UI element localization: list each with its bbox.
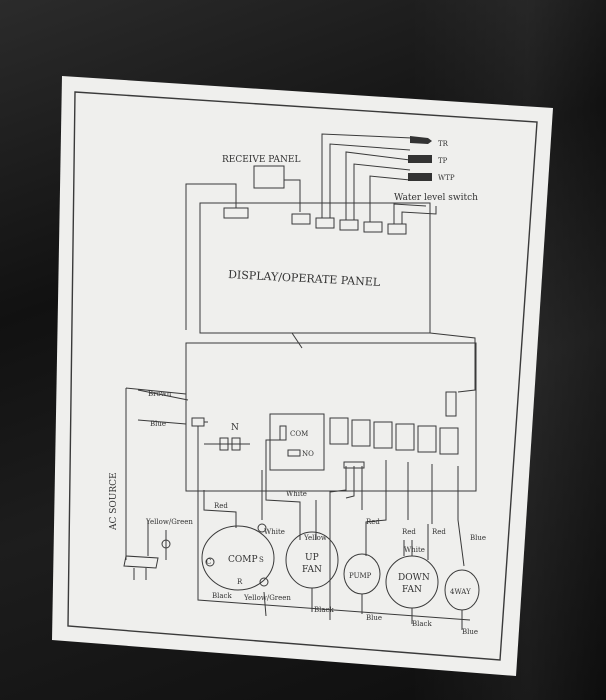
downfan-white-label: White <box>404 546 425 554</box>
sensor-tp-probe <box>408 155 432 163</box>
comp-terminal-left <box>205 557 215 567</box>
sensor-tp-wire-a <box>329 143 411 218</box>
sensor-wtp-probe <box>408 173 432 181</box>
ground-wire-label: Yellow/Green <box>145 518 193 526</box>
com-label: COM <box>290 430 308 438</box>
fourway-blue-bottom-label: Blue <box>462 628 478 636</box>
relay-com-contact <box>279 425 287 441</box>
comp-r-label: R <box>237 578 243 586</box>
relay-no-contact <box>287 449 301 457</box>
sensor-tp-wire-b <box>345 151 411 220</box>
relay-bank-5 <box>417 425 437 453</box>
comp-terminal-bottom <box>259 577 269 587</box>
comp-black-label: Black <box>212 592 232 600</box>
ac-plug-body <box>123 555 159 569</box>
main-board-box <box>185 342 477 492</box>
display-connector-6 <box>387 223 407 235</box>
label-border <box>67 91 538 661</box>
sensor-tr-probe <box>410 136 432 144</box>
comp-label: COMP <box>228 555 258 565</box>
downfan-label-1: DOWN <box>398 573 430 583</box>
comp-white-label: White <box>264 528 285 536</box>
ac-source-bus <box>125 387 189 560</box>
sensor-tr-wire <box>321 133 413 218</box>
pump-lead-a <box>329 466 347 620</box>
upfan-yellow-label: Yellow <box>303 534 327 542</box>
upfan-white-label: White <box>286 490 307 498</box>
comp-c-label: C <box>206 558 211 566</box>
water-level-switch-label: Water level switch <box>394 193 478 203</box>
relay-bank-2 <box>351 419 371 447</box>
relay-bank-1 <box>329 417 349 445</box>
n-fuse-2 <box>231 437 241 451</box>
display-connector-3 <box>315 217 335 229</box>
neutral-label: N <box>231 423 239 433</box>
water-switch-wire-a <box>393 203 427 224</box>
sensor-probes <box>408 136 432 181</box>
pump-red-label: Red <box>366 518 380 526</box>
sensor-tr-label: TR <box>438 140 449 148</box>
ac-source-ground <box>147 520 167 560</box>
comp-yellowgreen-label: Yellow/Green <box>243 594 291 602</box>
upfan-label-1: UP <box>305 553 319 563</box>
sensor-tp-label: TP <box>438 157 448 165</box>
display-left-wire <box>185 183 237 330</box>
comp-red-label: Red <box>214 502 228 510</box>
comp-s-label: S <box>259 556 264 564</box>
sensor-wtp-wire-a <box>353 163 411 220</box>
pump-lead-b <box>345 466 355 499</box>
blue-wire-label: Blue <box>150 420 166 428</box>
pump-connector <box>343 461 365 469</box>
display-main-link <box>291 332 303 349</box>
n-fuse-1 <box>219 437 229 451</box>
main-right-connector <box>445 391 457 417</box>
fourway-blue-label: Blue <box>470 534 486 542</box>
upfan-label-2: FAN <box>302 565 322 575</box>
fourway-wire <box>457 466 465 567</box>
comp-body <box>201 525 275 591</box>
relay-box <box>269 413 325 471</box>
pump-blue-label: Blue <box>366 614 382 622</box>
fourway-label: 4WAY <box>450 588 471 596</box>
receive-panel-wire <box>284 179 301 212</box>
downfan-red-label-a: Red <box>402 528 416 536</box>
component-return-leads <box>263 588 463 630</box>
downfan-label-2: FAN <box>402 585 422 595</box>
wiring-lines <box>123 133 480 630</box>
upfan-black-label: Black <box>314 606 334 614</box>
sensor-wtp-wire-b <box>369 175 411 222</box>
water-switch-wire-b <box>401 206 437 224</box>
relay-bank-4 <box>395 423 415 451</box>
ac-plug-pins <box>133 568 147 580</box>
display-connector-5 <box>363 221 383 233</box>
downfan-black-label: Black <box>412 620 432 628</box>
no-label: NO <box>302 450 314 458</box>
display-panel-box <box>199 202 431 334</box>
upfan-white-wire <box>265 439 301 540</box>
sensor-wtp-label: WTP <box>438 174 455 182</box>
display-connector-2 <box>291 213 311 225</box>
pump-red-wire <box>365 460 387 556</box>
brown-wire-label: Brown <box>148 390 172 398</box>
display-connector-4 <box>339 219 359 231</box>
downfan-red-label-b: Red <box>432 528 446 536</box>
ground-terminal <box>161 539 171 549</box>
relay-bank-3 <box>373 421 393 449</box>
comp-terminal-right <box>257 523 267 533</box>
receive-panel-box <box>253 165 285 189</box>
main-right-wire <box>429 332 476 393</box>
relay-bank-6 <box>439 427 459 455</box>
ac-source-label: AC SOURCE <box>109 472 119 531</box>
receive-panel-text: RECEIVE PANEL <box>222 155 300 165</box>
pump-label: PUMP <box>349 572 372 580</box>
black-bus-wire <box>197 426 471 621</box>
comp-red-wire <box>203 490 237 528</box>
downfan-leads <box>403 524 429 560</box>
